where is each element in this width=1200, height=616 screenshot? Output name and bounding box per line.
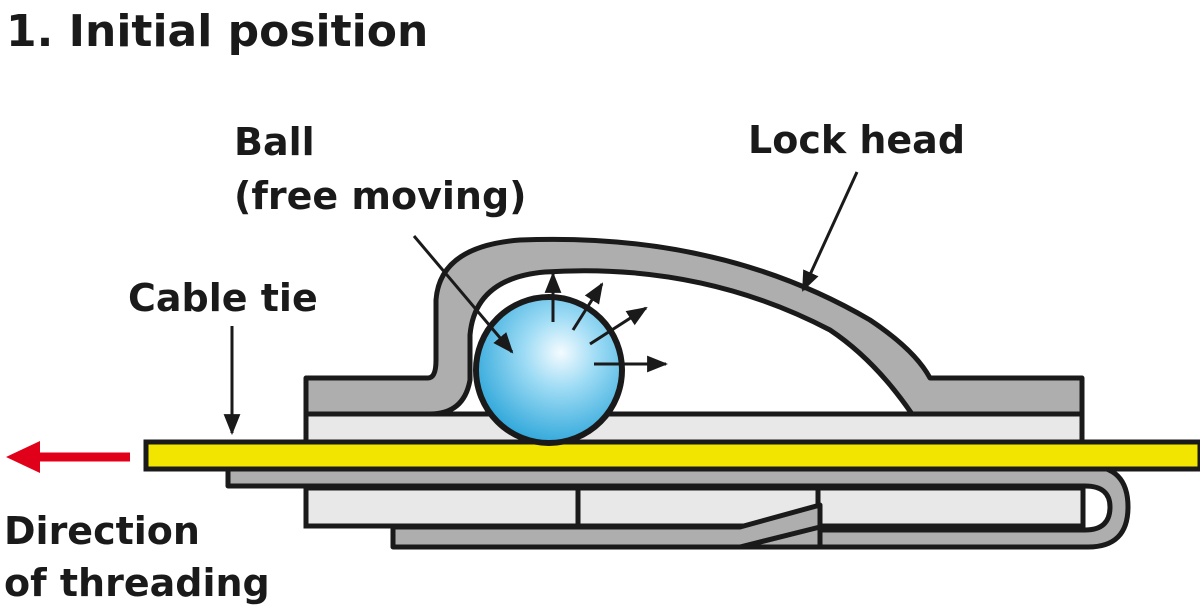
lock-head [303, 236, 1085, 417]
direction-label-line1: Direction [4, 509, 200, 553]
lock-head-label: Lock head [748, 118, 965, 162]
cable-tie-strip [143, 439, 1200, 472]
cable-tie-label: Cable tie [128, 276, 318, 320]
arrow-left-icon [6, 441, 130, 473]
diagram-title: 1. Initial position [6, 6, 428, 57]
force-arrow-diagonal [589, 306, 648, 346]
force-arrow-up-right [571, 282, 604, 331]
lock-head-leader-line [801, 171, 859, 292]
ball [473, 294, 625, 446]
direction-label-line2: of threading [4, 561, 270, 605]
ball-force-arrows [544, 271, 669, 373]
ball-leader-line [412, 235, 514, 354]
ball-label-line1: Ball [234, 120, 315, 164]
tie-band-fold [225, 463, 1131, 550]
ball-label-line2: (free moving) [234, 174, 527, 218]
tie-body-upper [303, 411, 1085, 445]
